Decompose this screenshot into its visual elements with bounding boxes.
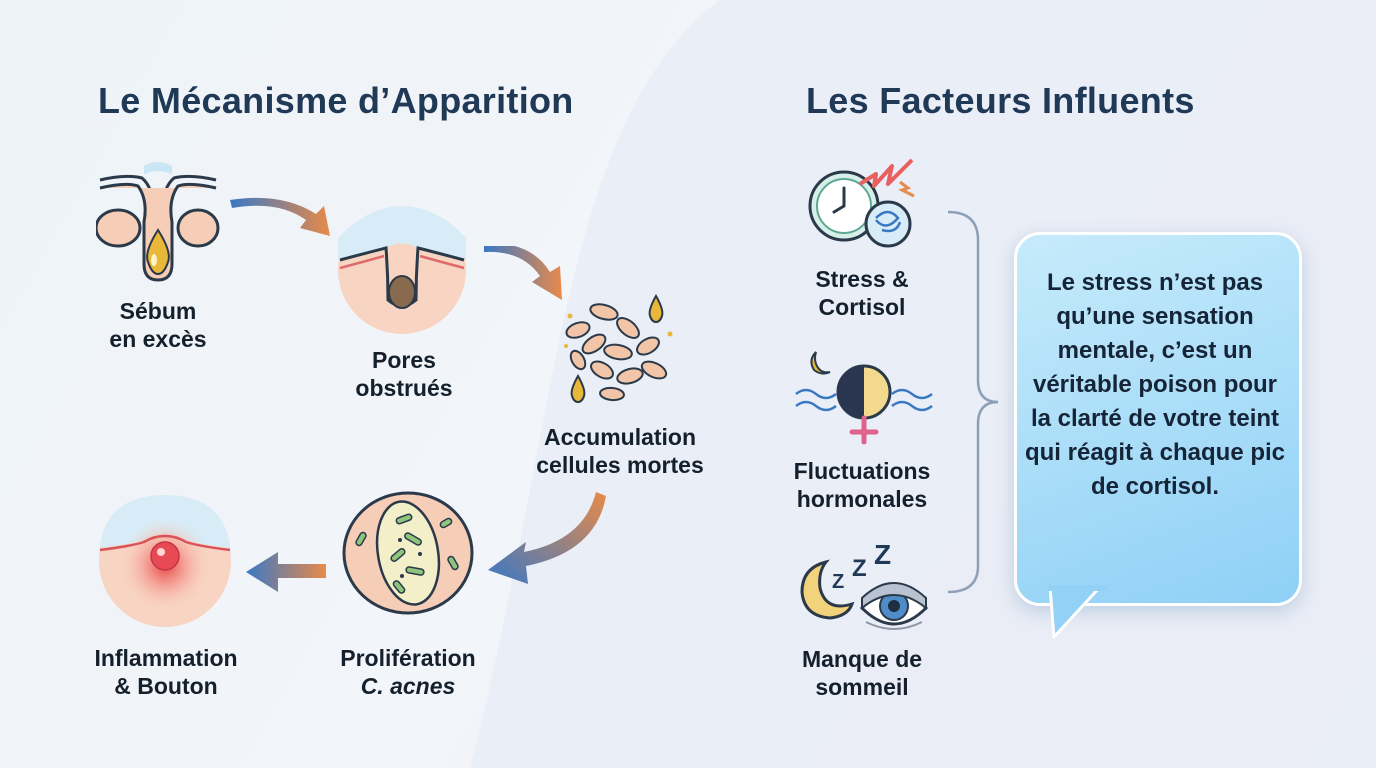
clock-stress-icon (808, 158, 915, 248)
bacteria-icon (342, 491, 474, 615)
mechanism-title: Le Mécanisme d’Apparition (98, 80, 574, 121)
callout-bubble (1014, 232, 1302, 606)
arrow-bacteria-to-pimple (246, 552, 326, 592)
svg-text:Z: Z (874, 542, 891, 570)
factor-stress-label: Stress &Cortisol (815, 266, 909, 320)
callout-bubble-tail (1048, 585, 1108, 639)
sebaceous-gland-icon (96, 162, 220, 282)
factors-title: Les Facteurs Influents (806, 80, 1195, 121)
arrow-sebum-to-pores (230, 197, 330, 236)
sleepy-eye-icon: Z Z Z (800, 542, 929, 630)
svg-text:Z: Z (852, 555, 867, 582)
step-inflammation-label: Inflammation& Bouton (94, 645, 238, 699)
callout-text: Le stress n’est pas qu’une sensation men… (1024, 269, 1286, 500)
svg-text:Z: Z (832, 571, 844, 593)
inflamed-pimple-icon (99, 495, 231, 627)
factors-bracket (947, 210, 999, 594)
clogged-pore-icon (338, 206, 466, 334)
dead-cells-icon (564, 293, 673, 404)
moon-female-icon (795, 351, 933, 445)
arrow-pores-to-cells (484, 246, 562, 300)
arrow-cells-to-bacteria (488, 492, 606, 584)
